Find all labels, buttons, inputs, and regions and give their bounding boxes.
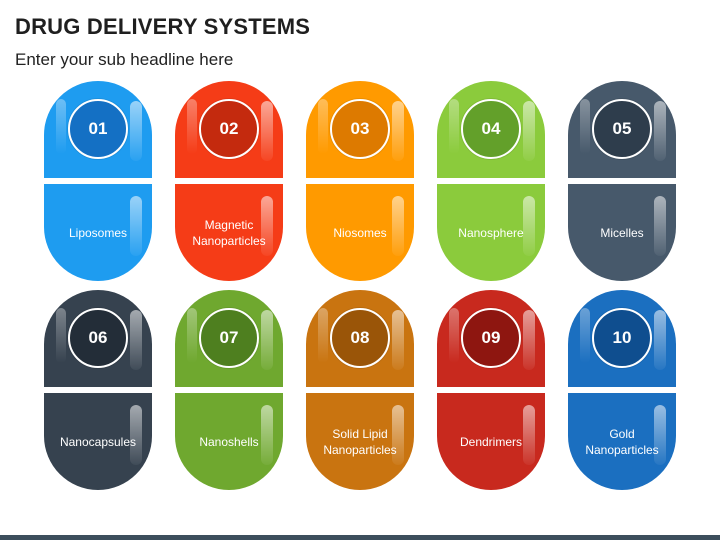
capsule-top: 06 [44, 290, 152, 387]
capsule-highlight [392, 196, 404, 256]
capsule-label: Liposomes [68, 225, 128, 240]
number-badge: 09 [461, 308, 521, 368]
capsule-highlight [318, 308, 328, 363]
number-badge-text: 01 [88, 119, 108, 138]
capsule-top: 10 [568, 290, 676, 387]
capsule-top: 04 [437, 81, 545, 178]
capsule-highlight [523, 196, 535, 256]
capsule-label: Nanoshells [199, 434, 259, 449]
number-badge: 04 [461, 99, 521, 159]
capsule-highlight [130, 196, 142, 256]
capsule-highlight [580, 99, 590, 154]
capsule-highlight [130, 310, 142, 370]
capsule-top: 01 [44, 81, 152, 178]
capsule-highlight [261, 196, 273, 256]
number-badge: 02 [199, 99, 259, 159]
capsule-highlight [130, 405, 142, 465]
number-badge-text: 05 [612, 119, 632, 138]
capsule-label: Magnetic Nanoparticles [192, 217, 266, 248]
capsule-highlight [654, 101, 666, 161]
capsule-label: Nanosphere [458, 225, 524, 240]
number-badge: 08 [330, 308, 390, 368]
number-badge-text: 06 [88, 328, 108, 347]
footer-bar [0, 535, 720, 540]
capsule-highlight [654, 405, 666, 465]
number-badge: 10 [592, 308, 652, 368]
number-badge-text: 08 [350, 328, 370, 347]
capsule-highlight [187, 308, 197, 363]
number-badge: 01 [68, 99, 128, 159]
capsule-bottom: Liposomes [44, 184, 152, 281]
capsule-bottom: Magnetic Nanoparticles [175, 184, 283, 281]
capsule-highlight [654, 310, 666, 370]
capsule-highlight [654, 196, 666, 256]
capsule-highlight [318, 99, 328, 154]
capsule-highlight [187, 99, 197, 154]
capsule-label: Dendrimers [459, 434, 522, 449]
capsule-bottom: Nanoshells [175, 393, 283, 490]
capsule-top: 08 [306, 290, 414, 387]
capsule-label: Gold Nanoparticles [585, 426, 659, 457]
capsule-highlight [523, 405, 535, 465]
number-badge-text: 09 [481, 328, 501, 347]
capsule-highlight [261, 405, 273, 465]
capsule-top: 03 [306, 81, 414, 178]
number-badge-text: 03 [350, 119, 370, 138]
capsule-highlight [392, 405, 404, 465]
number-badge-text: 07 [219, 328, 239, 347]
capsule-label: Micelles [600, 225, 644, 240]
number-badge: 07 [199, 308, 259, 368]
number-badge: 06 [68, 308, 128, 368]
number-badge: 03 [330, 99, 390, 159]
capsule-highlight [449, 308, 459, 363]
capsule-highlight [130, 101, 142, 161]
capsule-bottom: Nanosphere [437, 184, 545, 281]
capsule-highlight [449, 99, 459, 154]
capsule-highlight [392, 310, 404, 370]
capsule-bottom: Solid Lipid Nanoparticles [306, 393, 414, 490]
capsule-highlight [261, 310, 273, 370]
capsule-top: 09 [437, 290, 545, 387]
capsule-bottom: Nanocapsules [44, 393, 152, 490]
capsule-top: 02 [175, 81, 283, 178]
capsule-highlight [56, 308, 66, 363]
capsule-highlight [523, 101, 535, 161]
capsule-label: Nanocapsules [59, 434, 137, 449]
number-badge-text: 04 [481, 119, 501, 138]
capsule-label: Niosomes [333, 225, 387, 240]
capsule-highlight [261, 101, 273, 161]
capsule-bottom: Gold Nanoparticles [568, 393, 676, 490]
capsule-bottom: Dendrimers [437, 393, 545, 490]
capsule-highlight [392, 101, 404, 161]
capsule-highlight [56, 99, 66, 154]
capsule-highlight [580, 308, 590, 363]
capsule-top: 07 [175, 290, 283, 387]
capsule-highlight [523, 310, 535, 370]
capsule-bottom: Niosomes [306, 184, 414, 281]
number-badge: 05 [592, 99, 652, 159]
number-badge-text: 02 [219, 119, 239, 138]
number-badge-text: 10 [612, 328, 632, 347]
capsule-label: Solid Lipid Nanoparticles [323, 426, 397, 457]
page-subtitle: Enter your sub headline here [15, 50, 234, 69]
capsule-bottom: Micelles [568, 184, 676, 281]
page-title: DRUG DELIVERY SYSTEMS [15, 14, 311, 39]
capsule-top: 05 [568, 81, 676, 178]
